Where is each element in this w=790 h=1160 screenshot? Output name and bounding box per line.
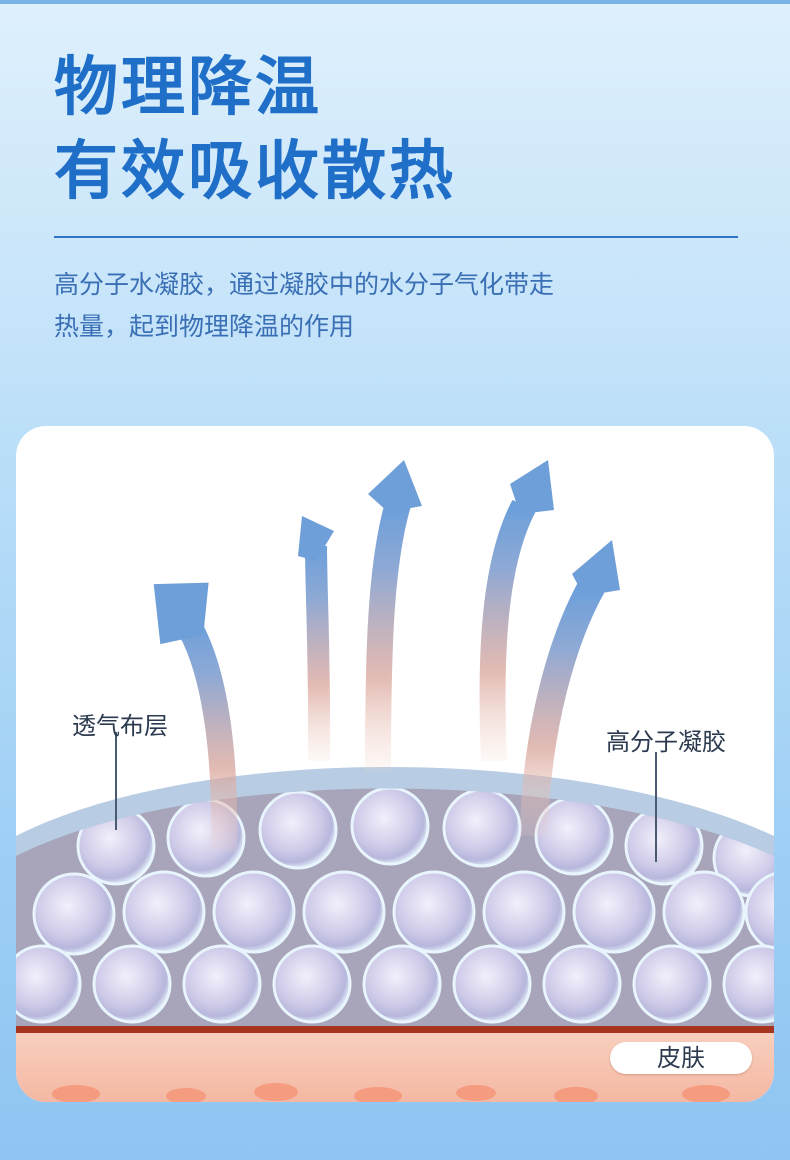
heat-arrows: [153, 460, 620, 852]
heat-arrow-5: [520, 540, 620, 837]
gel-label: 高分子凝胶: [606, 728, 726, 756]
description-line-1: 高分子水凝胶，通过凝胶中的水分子气化带走: [54, 270, 555, 299]
description: 高分子水凝胶，通过凝胶中的水分子气化带走 热量，起到物理降温的作用: [54, 264, 734, 348]
cooling-diagram: [16, 460, 774, 1102]
heat-arrow-3: [365, 460, 422, 772]
description-line-2: 热量，起到物理降温的作用: [54, 312, 355, 341]
skin-cells: [52, 1083, 730, 1102]
divider: [54, 236, 738, 238]
top-edge-bar: [0, 0, 790, 4]
heat-arrow-2: [298, 516, 334, 762]
cooling-diagram-card: 透气布层 高分子凝胶 皮肤: [16, 426, 774, 1102]
heat-arrow-4: [479, 460, 554, 762]
heat-arrow-1: [153, 582, 238, 852]
headline-line-2: 有效吸收散热: [54, 135, 456, 209]
vent-layer-label: 透气布层: [72, 712, 168, 740]
headline-line-1: 物理降温: [54, 51, 322, 125]
skin-border: [16, 1026, 774, 1033]
skin-label: 皮肤: [610, 1042, 752, 1074]
